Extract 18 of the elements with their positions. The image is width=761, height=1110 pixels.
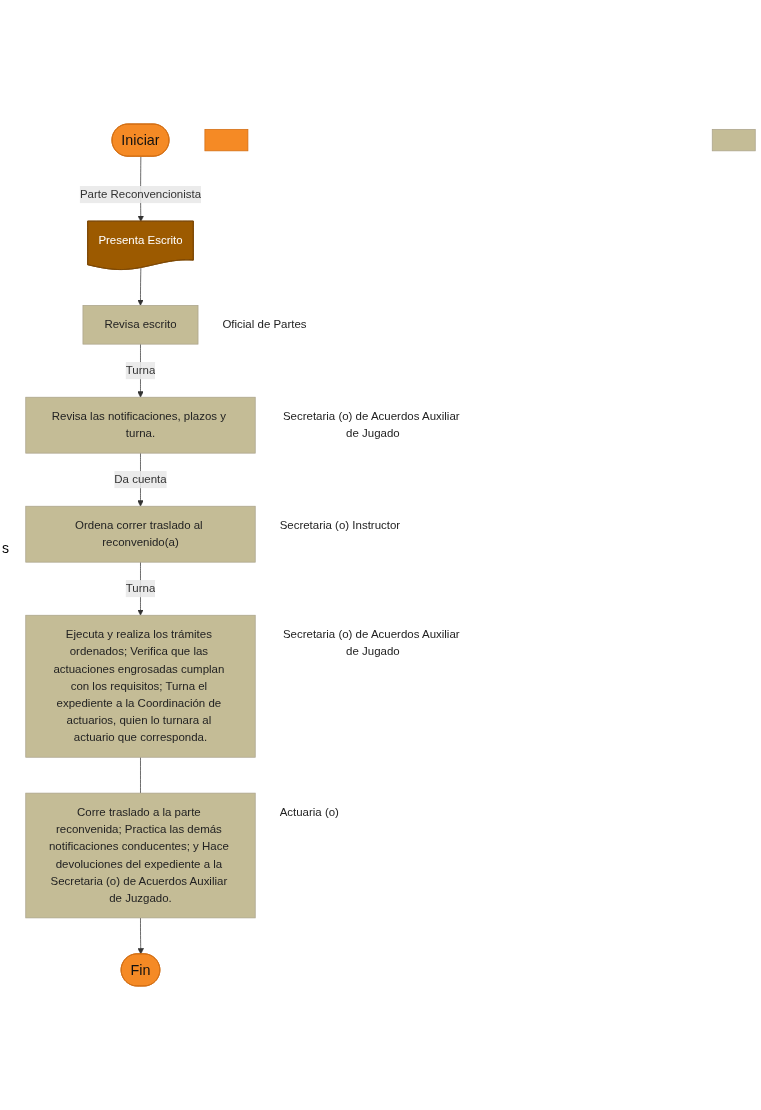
edge-label: Parte Reconvencionista (79, 188, 202, 201)
node-label: Oficial de Partes (222, 318, 307, 331)
node-label: Actuaria (o) (279, 806, 339, 819)
node-box: Corre traslado a la parte reconvenida; Practica las demás notificaciones conducentes; y Hace devoluciones del expediente a la Secretaria (o) de Acuerdos Auxiliar de Juzgado. (25, 792, 256, 919)
edge-label: Da cuenta (114, 473, 167, 486)
node-box: Ejecuta y realiza los trámites ordenados; Verifica que las actuaciones engrosadas cumplan con los requisitos; Turna el expediente a la Coordinación de actuarios, quien lo turnara al actuario que corresponda. (25, 614, 256, 758)
edge-label: Turna (125, 364, 156, 377)
edge-label: Turna (125, 582, 156, 595)
node-box (204, 129, 249, 152)
connector (140, 756, 141, 794)
node-box: Revisa escrito (82, 305, 199, 345)
node-box: Revisa las notificaciones, plazos y turna. (25, 396, 256, 454)
node-label: Secretaria (o) Instructor (279, 519, 401, 532)
text-fragment: s (2, 540, 9, 556)
node-box: Ordena correr traslado al reconvenido(a) (25, 505, 256, 563)
node-box (711, 129, 756, 152)
node-label: Secretaria (o) de Acuerdos Auxiliar de Jugado (282, 628, 460, 658)
node-label: Secretaria (o) de Acuerdos Auxiliar de Jugado (282, 410, 460, 440)
